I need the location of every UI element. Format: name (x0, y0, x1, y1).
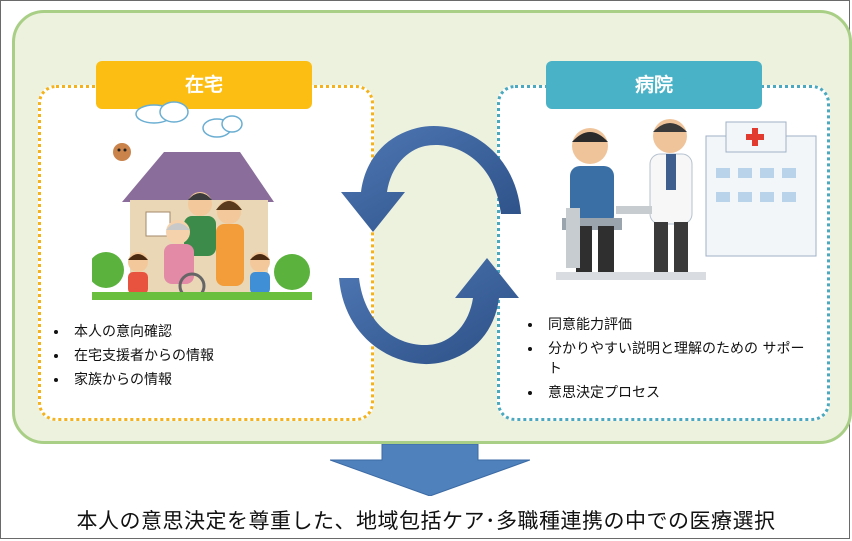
family-house-illustration (92, 101, 312, 300)
list-item: 在宅支援者からの情報 (48, 346, 348, 366)
list-item: 本人の意向確認 (48, 322, 348, 342)
list-item: 意思決定プロセス (522, 383, 822, 403)
list-item: 家族からの情報 (48, 370, 348, 390)
down-arrow-icon (330, 444, 530, 496)
list-item: 同意能力評価 (522, 315, 822, 335)
home-list: 本人の意向確認 在宅支援者からの情報 家族からの情報 (48, 322, 348, 394)
hospital-list: 同意能力評価 分かりやすい説明と理解のための サポート 意思決定プロセス (522, 315, 822, 407)
list-item: 分かりやすい説明と理解のための サポート (522, 339, 810, 379)
cycle-arrows (339, 125, 521, 365)
footer-statement: 本人の意思決定を尊重した、地域包括ケア･多職種連携の中での医療選択 (76, 509, 776, 533)
doctor-patient-illustration (556, 119, 817, 280)
home-title: 在宅 (96, 61, 312, 109)
hospital-title: 病院 (546, 61, 762, 109)
